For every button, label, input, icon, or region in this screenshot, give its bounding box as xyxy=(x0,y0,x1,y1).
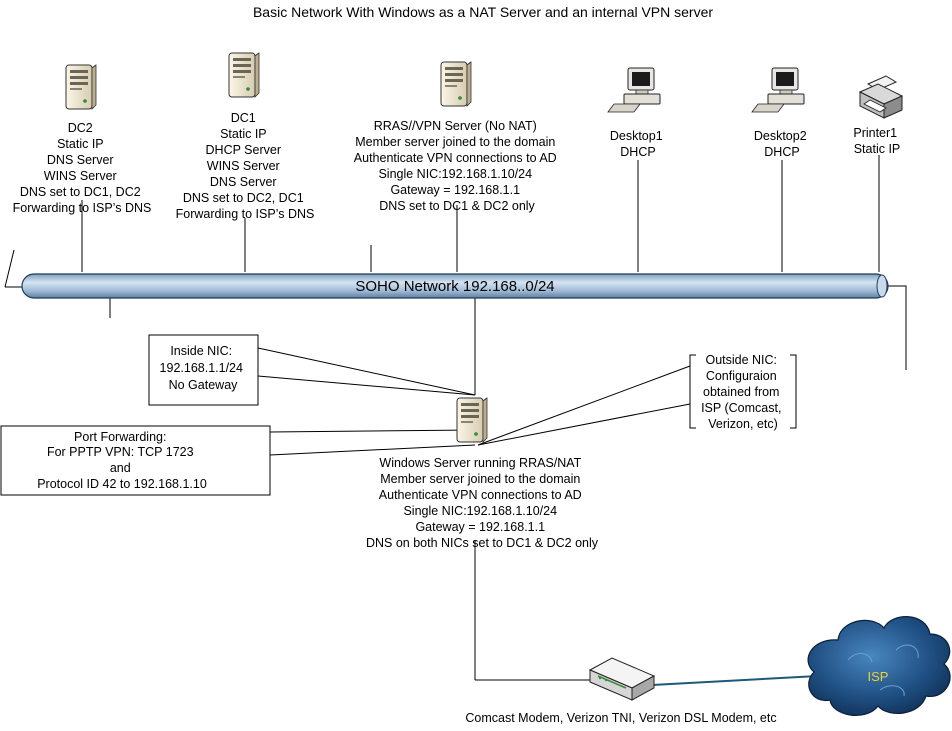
port-forwarding-callout: Port Forwarding: For PPTP VPN: TCP 1723 … xyxy=(0,425,271,496)
printer1-line: Printer1 xyxy=(853,126,897,140)
nat-server-line: Windows Server running RRAS/NAT xyxy=(379,456,581,470)
isp-label: ISP xyxy=(868,669,889,684)
nat-server-node: Windows Server running RRAS/NAT Member s… xyxy=(366,397,599,681)
inside-nic-line: 192.168.1.1/24 xyxy=(160,361,243,375)
desktop1-line: Desktop1 xyxy=(610,129,663,143)
rras-vpn-line: Single NIC:192.168.1.10/24 xyxy=(378,167,532,181)
rras-vpn-line: Member server joined to the domain xyxy=(355,135,555,149)
printer1-line: Static IP xyxy=(854,142,901,156)
inside-nic-callout: Inside NIC: 192.168.1.1/24 No Gateway xyxy=(148,334,259,406)
desktop2-node: Desktop2 DHCP xyxy=(751,67,810,159)
nat-server-label: Windows Server running RRAS/NAT Member s… xyxy=(366,456,599,550)
modem-icon xyxy=(588,657,656,701)
inside-nic-line: Inside NIC: xyxy=(170,344,232,358)
outside-nic-line: obtained from xyxy=(703,385,779,399)
nat-server-line: Member server joined to the domain xyxy=(380,472,580,486)
rras-vpn-line: Gateway = 192.168.1.1 xyxy=(390,183,520,197)
desktop2-line: Desktop2 xyxy=(754,129,807,143)
inside-nic-line: No Gateway xyxy=(169,378,239,392)
dc2-line: Forwarding to ISP’s DNS xyxy=(13,201,152,215)
port-forwarding-line: and xyxy=(110,461,131,475)
outside-nic-line: Verizon, etc) xyxy=(708,417,777,431)
server-icon xyxy=(440,61,472,107)
outside-nic-callout: Outside NIC: Configuraion obtained from … xyxy=(689,353,797,431)
nat-server-line: Single NIC:192.168.1.10/24 xyxy=(403,504,557,518)
modem-label: Comcast Modem, Verizon TNI, Verizon DSL … xyxy=(465,711,776,725)
server-icon xyxy=(456,397,488,443)
printer-icon xyxy=(858,75,904,119)
printer1-node: Printer1 Static IP xyxy=(853,75,904,156)
dc2-line: DC2 xyxy=(68,121,93,135)
nat-server-line: Authenticate VPN connections to AD xyxy=(379,488,582,502)
dc1-line: Forwarding to ISP’s DNS xyxy=(176,207,315,221)
desktop1-label: Desktop1 DHCP xyxy=(610,129,666,159)
inside-nic-text: Inside NIC: 192.168.1.1/24 No Gateway xyxy=(160,344,247,392)
dc2-line: Static IP xyxy=(57,137,103,151)
dc1-line: DNS set to DC2, DC1 xyxy=(183,191,304,205)
outside-nic-line: Outside NIC: xyxy=(705,353,777,367)
rras-vpn-node: RRAS//VPN Server (No NAT) Member server … xyxy=(354,61,560,213)
dc1-node: DC1 Static IP DHCP Server WINS Server DN… xyxy=(176,52,315,221)
callout-connectors xyxy=(257,347,691,456)
dc1-line: WINS Server xyxy=(207,159,280,173)
server-icon xyxy=(228,52,260,98)
port-forwarding-line: Protocol ID 42 to 192.168.1.10 xyxy=(37,477,207,491)
outside-nic-text: Outside NIC: Configuraion obtained from … xyxy=(701,353,785,431)
desktop-computer-icon xyxy=(751,67,805,113)
nat-server-line: Gateway = 192.168.1.1 xyxy=(415,520,545,534)
nat-server-line: DNS on both NICs set to DC1 & DC2 only xyxy=(366,536,599,550)
dc1-line: DHCP Server xyxy=(206,143,281,157)
dc2-line: DNS Server xyxy=(47,153,114,167)
diagram-title: Basic Network With Windows as a NAT Serv… xyxy=(253,4,713,20)
desktop2-label: Desktop2 DHCP xyxy=(754,129,810,159)
outside-nic-line: Configuraion xyxy=(706,369,777,383)
dc2-line: WINS Server xyxy=(44,169,117,183)
server-icon xyxy=(65,64,97,110)
dc1-line: DNS Server xyxy=(210,175,277,189)
port-forwarding-line: Port Forwarding: xyxy=(74,430,166,444)
modem-node: Comcast Modem, Verizon TNI, Verizon DSL … xyxy=(465,657,777,725)
desktop2-line: DHCP xyxy=(764,145,799,159)
desktop1-node: Desktop1 DHCP xyxy=(607,67,666,159)
soho-network-bus: SOHO Network 192.168..0/24 xyxy=(21,273,889,299)
bus-label: SOHO Network 192.168..0/24 xyxy=(355,278,554,295)
rras-vpn-label: RRAS//VPN Server (No NAT) Member server … xyxy=(354,119,560,213)
isp-node: ISP xyxy=(807,616,951,716)
wan-link xyxy=(651,675,819,686)
rras-vpn-line: DNS set to DC1 & DC2 only xyxy=(379,199,535,213)
outside-nic-line: ISP (Comcast, xyxy=(701,401,781,415)
device-drop-lines xyxy=(4,155,907,395)
desktop-computer-icon xyxy=(607,67,661,113)
dc1-label: DC1 Static IP DHCP Server WINS Server DN… xyxy=(176,111,315,221)
dc2-line: DNS set to DC1, DC2 xyxy=(20,185,141,199)
printer1-label: Printer1 Static IP xyxy=(853,126,900,156)
cloud-icon xyxy=(807,616,951,716)
dc2-node: DC2 Static IP DNS Server WINS Server DNS… xyxy=(13,64,152,215)
port-forwarding-line: For PPTP VPN: TCP 1723 xyxy=(47,445,194,459)
desktop1-line: DHCP xyxy=(620,145,655,159)
port-forwarding-text: Port Forwarding: For PPTP VPN: TCP 1723 … xyxy=(37,430,207,491)
dc1-line: Static IP xyxy=(220,127,266,141)
rras-vpn-line: Authenticate VPN connections to AD xyxy=(354,151,557,165)
dc1-line: DC1 xyxy=(231,111,256,125)
rras-vpn-line: RRAS//VPN Server (No NAT) xyxy=(374,119,537,133)
dc2-label: DC2 Static IP DNS Server WINS Server DNS… xyxy=(13,121,152,215)
